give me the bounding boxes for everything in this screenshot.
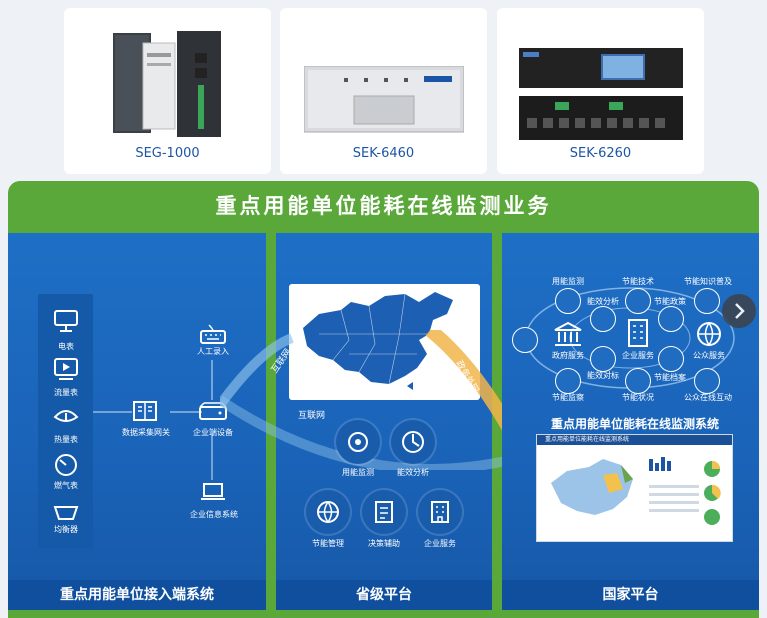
ring-label: 节能政策 [654,297,686,306]
service-decision-button[interactable] [362,490,406,534]
gauge-icon [55,454,77,476]
product-card-seg1000[interactable]: SEG-1000 [64,8,271,174]
service-monitor-button[interactable] [336,420,380,464]
keyboard-icon [200,324,226,344]
hub-label: 政府服务 [552,351,584,360]
ring-node[interactable] [590,306,616,332]
ring-label: 节能知识普及 [684,277,732,286]
service-label: 决策辅助 [368,539,400,548]
chevron-right-icon [735,303,745,319]
hub-label: 企业服务 [622,351,654,360]
left-connectors [93,360,213,480]
government-icon [554,321,582,346]
meter-label: 燃气表 [54,481,78,490]
play-box-icon [54,358,78,380]
service-enterprise-button[interactable] [418,490,462,534]
ring-node[interactable] [625,368,651,394]
next-arrow-button[interactable] [722,294,756,328]
right-panel-footer: 国家平台 [502,580,759,610]
balance-icon [53,506,79,520]
ring-node[interactable] [658,346,684,372]
ring-label: 节能档案 [654,373,686,382]
banner-title: 重点用能单位能耗在线监测业务 [215,194,552,218]
product-label: SEG-1000 [135,146,200,161]
monitor-icon [54,310,78,332]
dashboard-content [551,457,721,525]
product-image [303,66,464,133]
service-energy-mgmt-button[interactable] [306,490,350,534]
heat-icon [53,410,79,422]
network-arcs [220,330,532,470]
globe-icon [317,501,339,524]
ring-node[interactable] [555,368,581,394]
ring-label: 节能状况 [622,393,654,402]
public-globe-icon [697,322,721,347]
gateway-label: 数据采集网关 [122,428,170,437]
clock-icon [402,431,424,453]
gateway-icon [133,401,157,421]
enterprise-building-icon [628,319,648,347]
internet-arc-label: 互联网 [298,411,326,421]
service-label: 能效分析 [397,468,429,477]
product-card-sek6260[interactable]: SEK-6260 [497,8,704,174]
system-title: 重点用能单位能耗在线监测系统 [550,417,719,431]
laptop-icon [201,483,225,500]
service-label: 节能管理 [312,539,344,548]
clipboard-icon [375,501,393,523]
dashboard-screenshot: 重点用能单位能耗在线监测系统 [536,434,733,542]
left-panel-footer: 重点用能单位接入端系统 [8,580,266,610]
ring-node[interactable] [625,288,651,314]
ring-node[interactable] [555,288,581,314]
service-efficiency-button[interactable] [391,420,435,464]
service-label: 用能监测 [342,468,374,477]
ring-label: 用能监测 [552,277,584,286]
ring-label: 公众在线互动 [684,393,732,402]
meter-label: 均衡器 [54,525,78,534]
hub-label: 公众服务 [693,351,725,360]
ring-node[interactable] [694,288,720,314]
service-label: 企业服务 [424,539,456,548]
product-image [112,31,221,137]
meter-label: 电表 [58,342,74,351]
china-map [303,292,453,390]
ring-node[interactable] [590,346,616,372]
ring-label: 节能监察 [552,393,584,402]
ring-node[interactable] [658,306,684,332]
building-icon [431,501,449,523]
ring-node[interactable] [512,327,538,353]
screen-title: 重点用能单位能耗在线监测系统 [537,435,732,445]
mid-panel-footer: 省级平台 [276,580,492,610]
product-card-sek6460[interactable]: SEK-6460 [280,8,487,174]
meter-label: 流量表 [54,388,78,397]
meter-label: 热量表 [54,435,78,444]
manual-entry-label: 人工录入 [197,347,229,356]
info-system-label: 企业信息系统 [190,510,238,519]
ring-node[interactable] [694,368,720,394]
ring-label: 能效对标 [587,371,619,380]
ring-label: 节能技术 [622,277,654,286]
product-image [518,48,683,140]
product-label: SEK-6260 [569,146,632,161]
eye-icon [348,432,368,452]
device-label: 企业端设备 [193,428,233,437]
product-label: SEK-6460 [352,146,415,161]
ring-label: 能效分析 [587,297,619,306]
